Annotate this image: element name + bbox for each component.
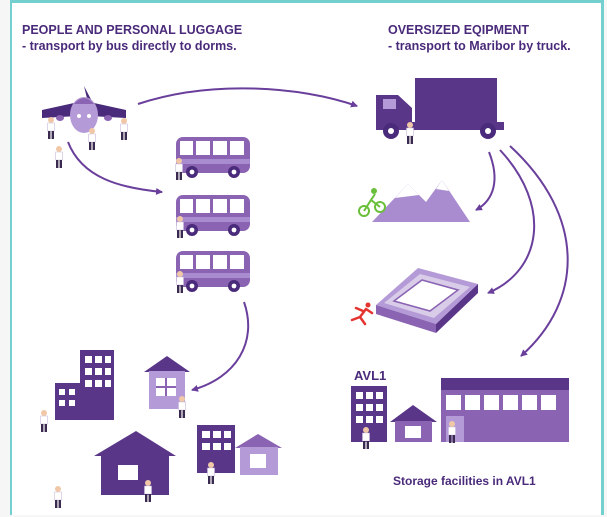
arrow-buses-to-dorms — [191, 301, 250, 392]
house-icon — [235, 434, 282, 475]
right-panel-subtitle: - transport to Maribor by truck. — [388, 39, 571, 53]
person-icon — [178, 395, 186, 419]
person-icon — [55, 145, 63, 169]
person-icon — [362, 426, 370, 450]
runner-icon — [350, 302, 374, 326]
arrow-truck-to-stadium — [487, 149, 536, 294]
building-label: AVL1 — [354, 368, 387, 383]
building-icon — [197, 425, 235, 473]
building-icon — [55, 383, 81, 420]
person-icon — [176, 270, 184, 294]
left-panel-title: PEOPLE AND PERSONAL LUGGAGE — [22, 23, 243, 37]
person-icon — [144, 479, 152, 503]
bus-icon — [176, 251, 250, 292]
person-icon — [207, 461, 215, 485]
arrow-plane-to-buses — [67, 141, 163, 195]
arrow-plane-to-truck — [137, 87, 358, 108]
building-icon — [80, 350, 114, 420]
bus-icon — [176, 137, 250, 178]
person-icon — [47, 116, 55, 140]
flow-arrows — [67, 87, 569, 392]
house-icon — [390, 405, 437, 442]
person-icon — [54, 485, 62, 509]
storage-caption: Storage facilities in AVL1 — [393, 474, 536, 488]
person-icon — [120, 117, 128, 141]
person-icon — [40, 409, 48, 433]
truck-icon — [376, 78, 504, 139]
stadium-icon — [376, 268, 478, 333]
person-icon — [175, 157, 183, 181]
cyclist-icon — [358, 188, 386, 217]
warehouse-icon — [441, 378, 569, 442]
airplane-icon — [42, 86, 126, 133]
right-panel-title: OVERSIZED EQIPMENT — [388, 23, 529, 37]
bus-icon — [176, 195, 250, 236]
arrow-truck-to-storage — [509, 145, 569, 357]
mountain-icon — [372, 180, 470, 222]
left-panel-subtitle: - transport by bus directly to dorms. — [22, 39, 237, 53]
person-icon — [88, 127, 96, 151]
building-icon — [351, 386, 387, 442]
arrow-truck-to-mountains — [475, 151, 496, 211]
person-icon — [176, 215, 184, 239]
house-icon — [94, 431, 176, 495]
person-icon — [406, 121, 414, 145]
